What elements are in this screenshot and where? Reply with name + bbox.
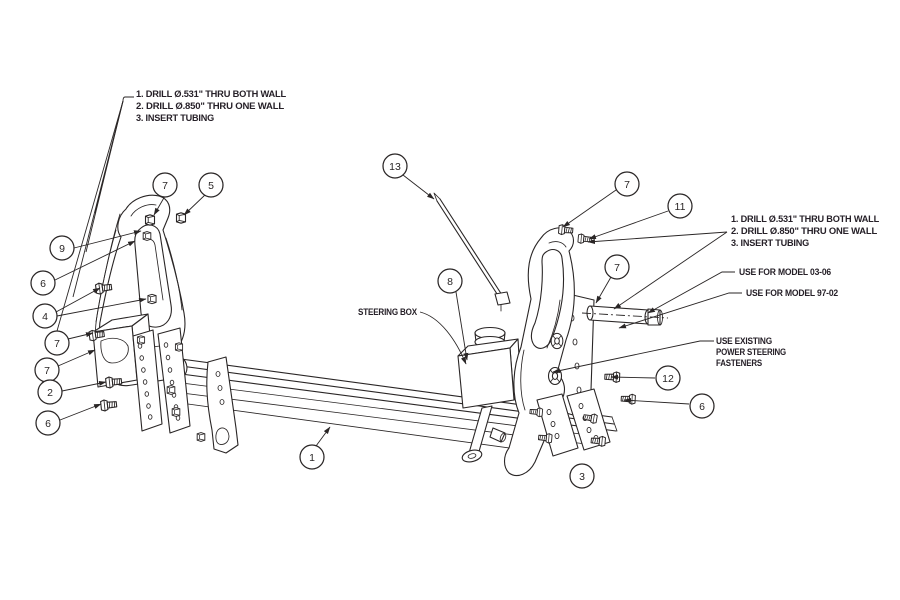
left-adapter-plate-front xyxy=(132,329,163,432)
model-note-97-02: USE FOR MODEL 97-02 xyxy=(746,288,838,299)
svg-text:7: 7 xyxy=(44,365,50,377)
svg-text:6: 6 xyxy=(699,401,705,413)
svg-text:5: 5 xyxy=(208,180,214,192)
callout-balloon-6-left-lower: 6 xyxy=(35,410,61,436)
left-note-leader-fan xyxy=(56,96,134,332)
existing-note-line-3: FASTENERS xyxy=(716,358,762,369)
svg-text:11: 11 xyxy=(675,201,686,213)
callout-balloon-12: 12 xyxy=(655,365,681,391)
svg-text:8: 8 xyxy=(447,276,453,288)
svg-text:6: 6 xyxy=(45,418,51,430)
callout-balloon-3: 3 xyxy=(569,463,595,489)
note-right-line-3: 3. INSERT TUBING xyxy=(731,238,809,249)
callout-balloon-2: 2 xyxy=(37,379,63,405)
svg-text:12: 12 xyxy=(662,373,674,385)
note-left-line-2: 2. DRILL Ø.850" THRU ONE WALL xyxy=(136,101,284,112)
existing-note-line-1: USE EXISTING xyxy=(716,336,772,347)
svg-text:7: 7 xyxy=(162,180,168,192)
steering-box-label: STEERING BOX xyxy=(358,307,418,318)
svg-text:4: 4 xyxy=(42,311,48,323)
callout-balloon-7-left-lower: 7 xyxy=(34,357,60,383)
callout-balloon-4: 4 xyxy=(32,303,58,329)
callout-balloon-7-left-mid: 7 xyxy=(44,330,70,356)
callout-balloon-5: 5 xyxy=(198,172,224,198)
right-frame-bracket xyxy=(503,227,575,477)
callout-balloon-13: 13 xyxy=(382,153,408,179)
svg-text:2: 2 xyxy=(47,387,53,399)
callout-balloon-6-left-upper: 6 xyxy=(30,270,56,296)
note-left-line-3: 3. INSERT TUBING xyxy=(136,113,214,124)
left-adapter-plate-rear xyxy=(157,327,191,434)
callout-balloon-1: 1 xyxy=(299,444,325,470)
callout-balloon-8: 8 xyxy=(437,268,463,294)
svg-text:13: 13 xyxy=(389,161,401,173)
callout-balloon-7-right-mid: 7 xyxy=(604,254,630,280)
callout-balloon-7-top-right: 7 xyxy=(614,171,640,197)
callout-balloon-11: 11 xyxy=(667,193,693,219)
crossmember-mount-bracket xyxy=(206,356,239,454)
svg-text:1: 1 xyxy=(309,452,315,464)
callout-balloons: 7 5 9 6 4 7 7 2 xyxy=(30,153,715,489)
note-right-line-1: 1. DRILL Ø.531" THRU BOTH WALL xyxy=(731,214,879,225)
note-left-line-1: 1. DRILL Ø.531" THRU BOTH WALL xyxy=(136,89,286,100)
note-right-line-2: 2. DRILL Ø.850" THRU ONE WALL xyxy=(731,226,877,237)
existing-note-line-2: POWER STEERING xyxy=(716,347,786,358)
svg-text:7: 7 xyxy=(54,338,60,350)
tie-rod xyxy=(433,192,511,312)
svg-text:7: 7 xyxy=(614,262,620,274)
leader-lines xyxy=(54,174,742,447)
callout-balloon-7-top-left: 7 xyxy=(152,172,178,198)
callout-balloon-9: 9 xyxy=(49,235,75,261)
svg-text:3: 3 xyxy=(579,471,585,483)
svg-text:7: 7 xyxy=(624,179,630,191)
svg-text:6: 6 xyxy=(40,278,46,290)
text-annotations: 1. DRILL Ø.531" THRU BOTH WALL 2. DRILL … xyxy=(136,89,880,369)
svg-text:9: 9 xyxy=(59,243,65,255)
frame-tube xyxy=(581,305,669,326)
model-note-03-06: USE FOR MODEL 03-06 xyxy=(739,267,831,278)
callout-balloon-6-right: 6 xyxy=(689,393,715,419)
